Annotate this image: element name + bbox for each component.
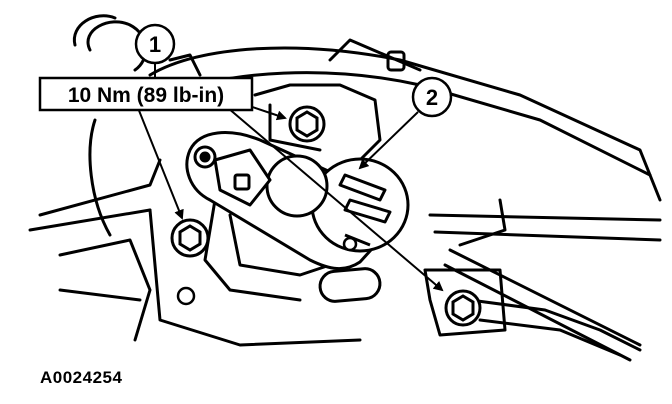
callout-1-number: 1 bbox=[149, 32, 161, 57]
figure-reference-code: A0024254 bbox=[40, 368, 123, 387]
bolt-upper bbox=[288, 105, 326, 143]
torque-spec-label: 10 Nm (89 lb-in) bbox=[68, 84, 224, 107]
bolt-small bbox=[176, 236, 358, 306]
callout-2: 2 bbox=[411, 76, 453, 118]
bolt-right bbox=[444, 289, 482, 327]
callout-1: 1 bbox=[134, 23, 176, 65]
housing-outline bbox=[28, 14, 662, 362]
bolt-left bbox=[170, 218, 210, 258]
callout-2-number: 2 bbox=[426, 85, 438, 110]
torque-spec-box: 10 Nm (89 lb-in) bbox=[38, 76, 254, 112]
drive-assembly bbox=[185, 131, 410, 303]
